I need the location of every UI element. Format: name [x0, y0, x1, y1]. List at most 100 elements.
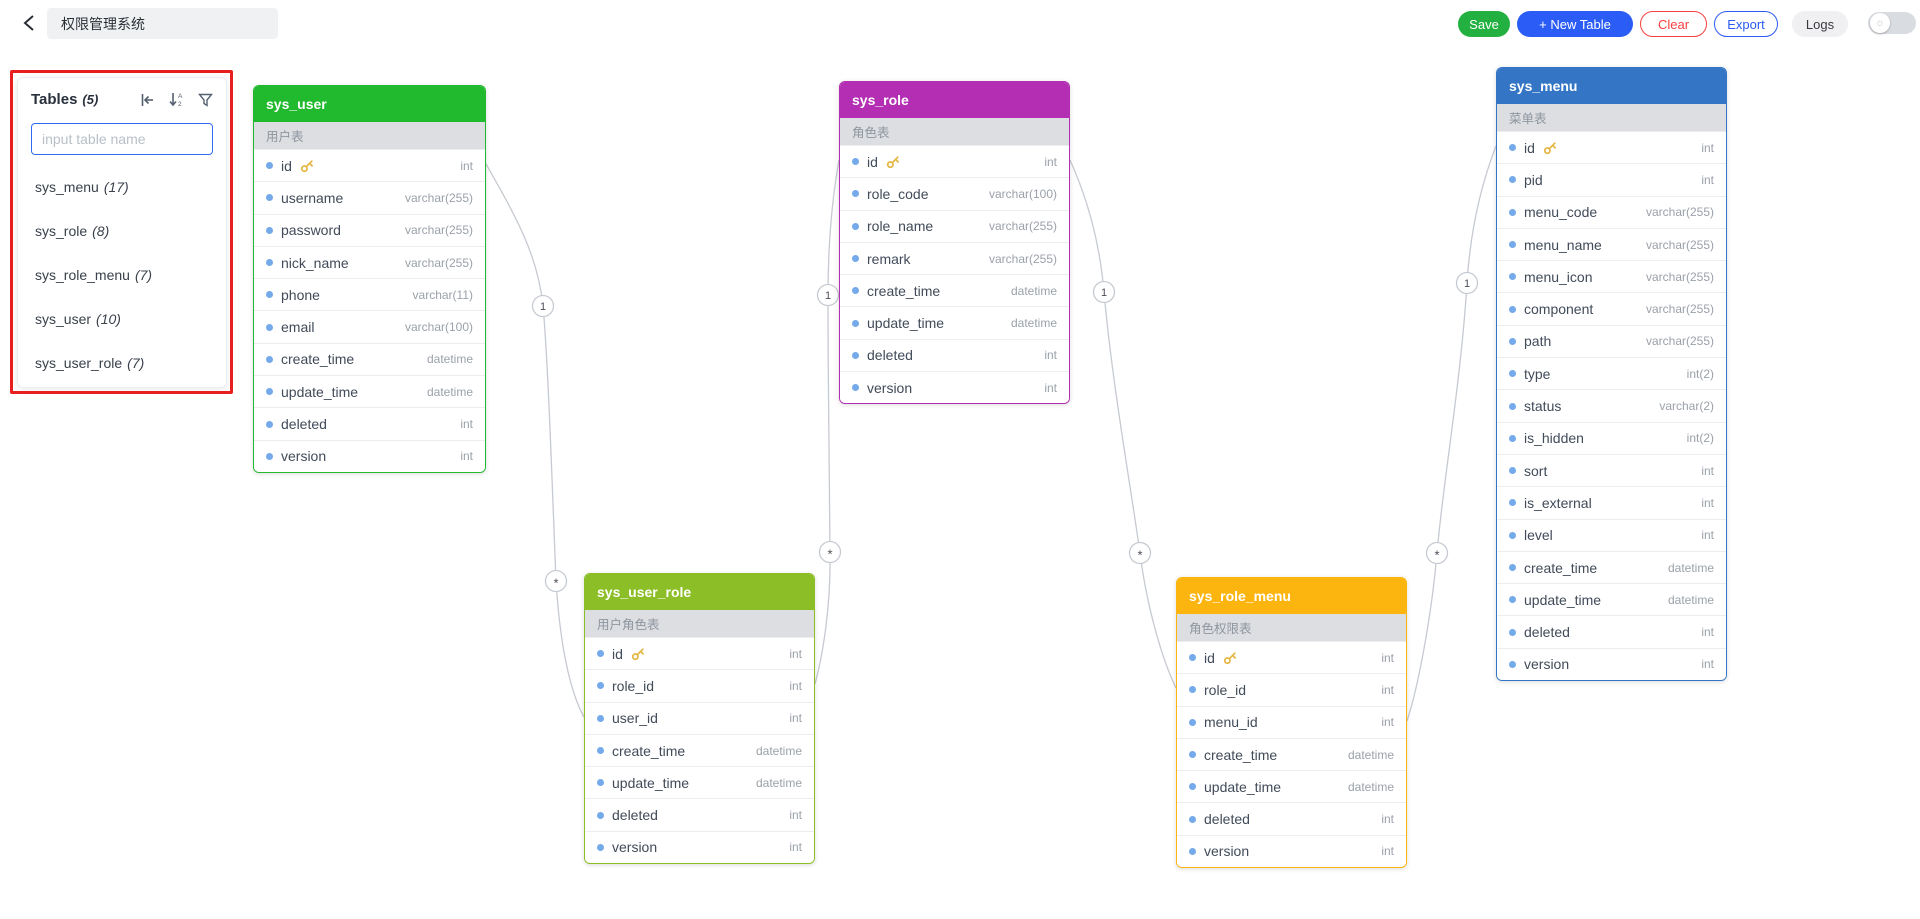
sort-icon[interactable]: A 2 [168, 92, 184, 108]
clear-button[interactable]: Clear [1640, 11, 1707, 37]
field-bullet-icon [1509, 499, 1516, 507]
toggle-knob: ☼ [1870, 13, 1890, 33]
save-button[interactable]: Save [1458, 11, 1510, 37]
field-type: datetime [755, 743, 802, 758]
field-bullet-icon [852, 351, 859, 359]
field-bullet-icon [1509, 273, 1516, 281]
theme-toggle[interactable]: ☼ [1868, 12, 1916, 34]
field-name: sort [1524, 462, 1548, 479]
field-type: int [789, 711, 802, 726]
sidebar-item-sys_user[interactable]: sys_user(10) [31, 297, 213, 341]
field-name: phone [281, 286, 320, 303]
diagram-title-input[interactable]: 权限管理系统 [47, 8, 278, 39]
search-input[interactable] [31, 123, 213, 155]
field-type: datetime [1010, 283, 1057, 298]
filter-icon[interactable] [197, 92, 213, 108]
field-bullet-icon [1509, 467, 1516, 475]
field-type: datetime [1667, 560, 1714, 575]
table-title: sys_menu [1497, 68, 1726, 104]
field-row-sys_role_menu-id[interactable]: id int [1177, 641, 1406, 674]
new-table-button[interactable]: + New Table [1517, 11, 1633, 37]
field-type: int(2) [1686, 366, 1714, 381]
export-button[interactable]: Export [1714, 11, 1778, 37]
cardinality-badge [818, 540, 842, 564]
field-name: id [1204, 649, 1215, 666]
sidebar-item-sys_role_menu[interactable]: sys_role_menu(7) [31, 253, 213, 297]
field-bullet-icon [852, 190, 859, 198]
sidebar-item-sys_role[interactable]: sys_role(8) [31, 209, 213, 253]
collapse-left-icon[interactable] [139, 92, 155, 108]
field-bullet-icon [266, 355, 273, 363]
field-name: username [281, 189, 344, 206]
sidebar-item-sys_menu[interactable]: sys_menu(17) [31, 165, 213, 209]
tables-count: (5) [82, 92, 99, 107]
field-name: role_name [867, 218, 934, 235]
sidebar-item-sys_user_role[interactable]: sys_user_role(7) [31, 341, 213, 385]
cardinality-label: 1 [1101, 287, 1107, 299]
logs-button[interactable]: Logs [1792, 11, 1848, 37]
table-comment: 菜单表 [1497, 104, 1726, 131]
field-bullet-icon [597, 650, 604, 658]
field-bullet-icon [1509, 337, 1516, 345]
field-type: int [1701, 495, 1714, 510]
field-type: int [1701, 172, 1714, 187]
field-type: int [1381, 650, 1394, 665]
back-button[interactable] [18, 12, 40, 34]
field-bullet-icon [852, 158, 859, 166]
